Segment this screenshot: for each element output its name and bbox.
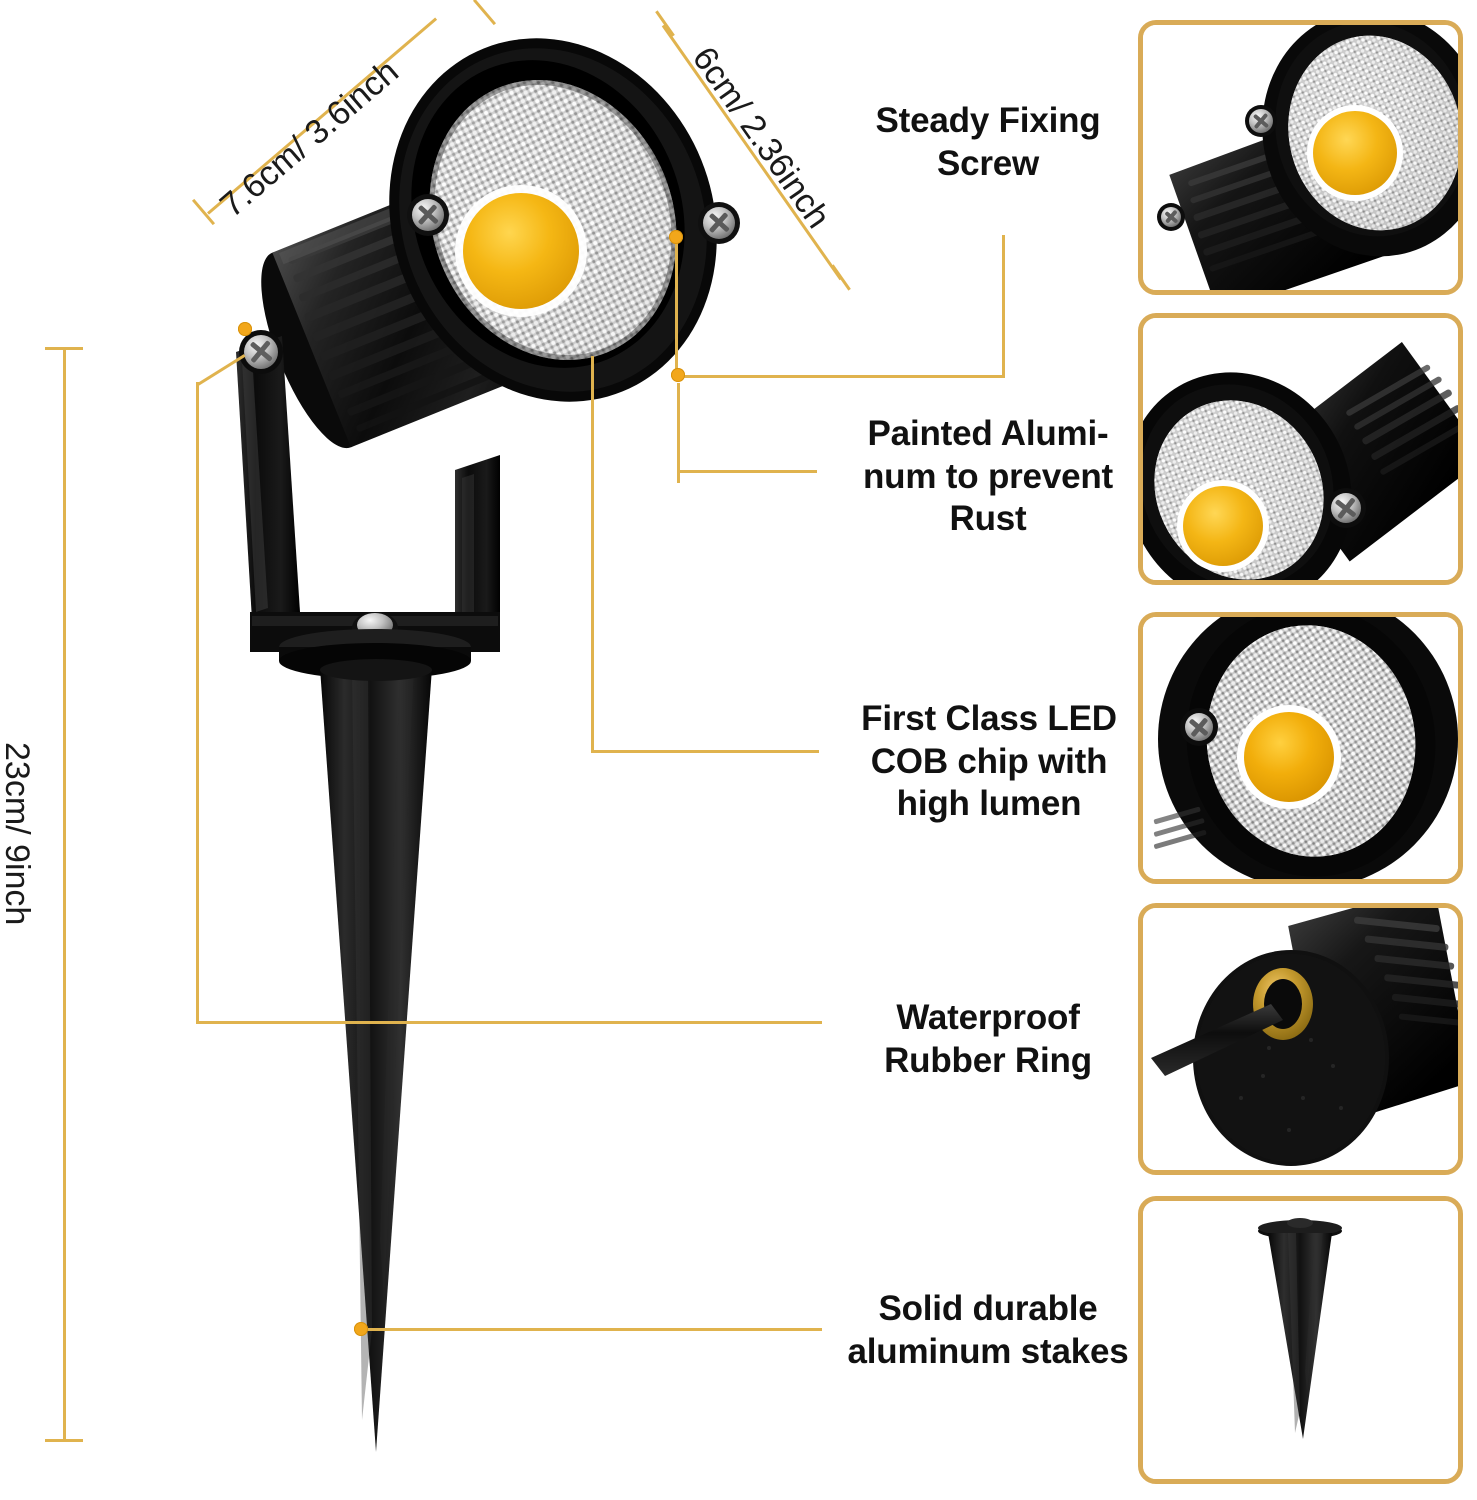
thumbnail-panel-aluminum-stakes[interactable] — [1138, 1196, 1463, 1484]
leader-ring-vertical — [196, 960, 199, 1024]
callout-steady-fixing-screw: Steady Fixing Screw — [875, 101, 1101, 183]
leader-dot-yoke-screw — [238, 322, 252, 336]
yoke-fixing-screw — [239, 330, 283, 374]
product-svg — [236, 38, 740, 1452]
leader-cob-vertical — [591, 356, 594, 752]
product-illustration — [236, 38, 740, 1452]
leader-ring-horizontal — [196, 1021, 822, 1024]
leader-cob-horizontal — [591, 750, 819, 753]
height-dimension-cap-top — [45, 347, 83, 350]
leader-screw-riser — [1002, 235, 1005, 377]
leader-dot-painted-aluminum — [671, 368, 685, 382]
leader-stake-horizontal — [364, 1328, 822, 1331]
callout-painted-aluminum: Painted Alumi- num to prevent Rust — [863, 414, 1113, 539]
height-dimension-line — [63, 348, 66, 1442]
thumbnail-image-aluminum-stakes — [1143, 1201, 1458, 1479]
leader-dot-bezel-screw — [669, 230, 683, 244]
thumbnail-panel-led-cob-chip[interactable] — [1138, 612, 1463, 884]
fixing-screw-right — [698, 202, 740, 244]
thumbnail-image-painted-aluminum — [1143, 318, 1458, 580]
thumbnail-panel-waterproof-rubber-ring[interactable] — [1138, 903, 1463, 1175]
ground-stake — [320, 659, 432, 1452]
callout-waterproof-rubber-ring: Waterproof Rubber Ring — [884, 998, 1092, 1080]
thumbnail-image-steady-fixing-screw — [1143, 25, 1458, 290]
leader-screw-horizontal — [675, 375, 1005, 378]
fixing-screw-left — [407, 194, 449, 236]
callout-aluminum-stakes: Solid durable aluminum stakes — [847, 1289, 1129, 1371]
thumbnail-image-led-cob-chip — [1143, 617, 1458, 879]
callout-led-cob-chip: First Class LED COB chip with high lumen — [861, 699, 1117, 824]
cob-chip — [455, 185, 587, 317]
leader-paint-vertical — [677, 383, 680, 483]
leader-paint-horizontal — [677, 470, 817, 473]
height-dimension-cap-bottom — [45, 1439, 83, 1442]
thumbnail-image-waterproof-rubber-ring — [1143, 908, 1458, 1170]
thumbnail-panel-steady-fixing-screw[interactable] — [1138, 20, 1463, 295]
thumbnail-panel-painted-aluminum[interactable] — [1138, 313, 1463, 585]
leader-yoke-screw-vertical — [196, 382, 199, 1024]
height-dimension-label: 23cm/ 9inch — [0, 742, 36, 926]
leader-dot-stake — [354, 1322, 368, 1336]
leader-screw-vertical — [675, 237, 678, 377]
